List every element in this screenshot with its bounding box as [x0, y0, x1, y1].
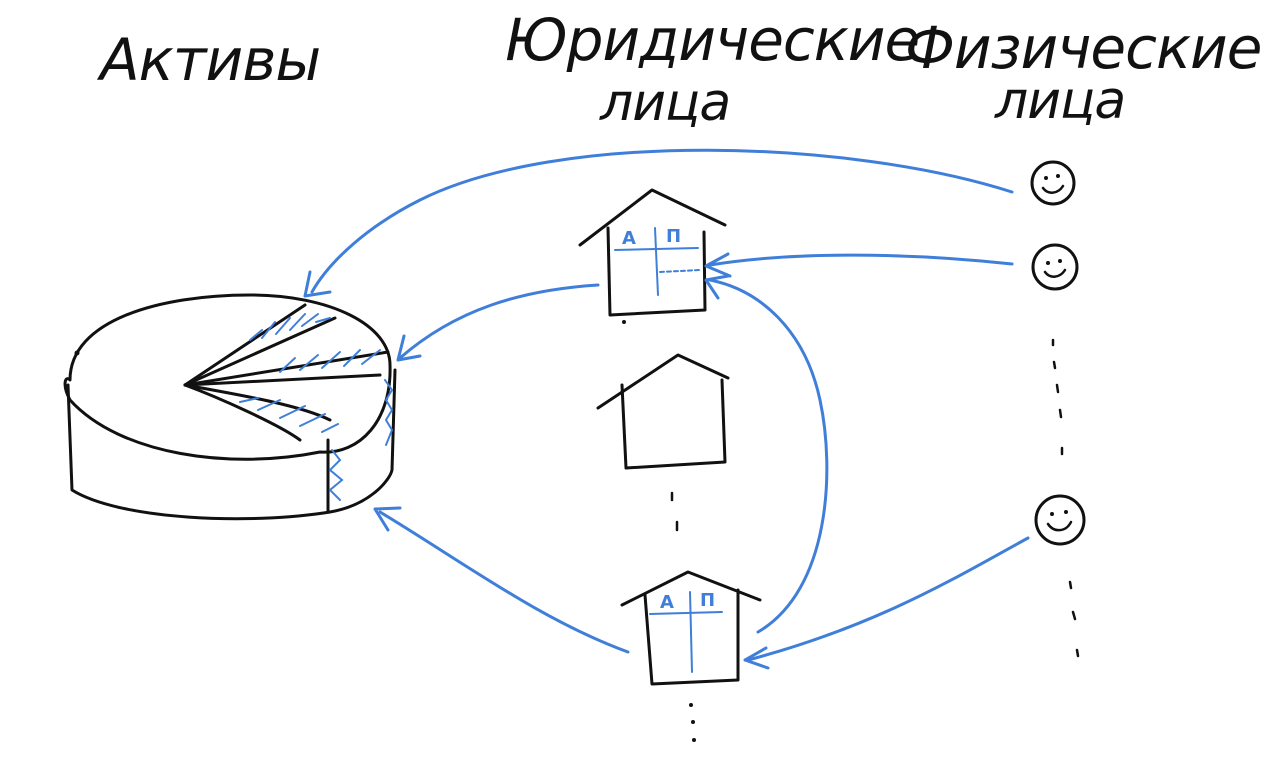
arrow-person-to-assets	[310, 148, 1014, 294]
house-icon: А П	[578, 188, 727, 324]
arrow-entity-to-entity	[708, 278, 829, 634]
heading-individuals-line1: Физические	[905, 14, 1261, 82]
balance-label-liabilities: П	[700, 590, 715, 611]
heading-legal-entities-line2: лица	[599, 73, 730, 133]
house-icon	[596, 353, 730, 470]
smiley-face-icon	[1030, 160, 1076, 206]
smiley-face-icon	[1034, 494, 1086, 546]
balance-label-assets: А	[622, 228, 636, 249]
heading-legal-entities-line1: Юридические	[505, 6, 919, 74]
heading-individuals-line2: лица	[994, 71, 1125, 131]
ownership-arrows	[303, 148, 1030, 670]
ellipsis-dots	[1051, 338, 1080, 658]
heading-assets: Активы	[96, 26, 320, 94]
arrow-entity-to-assets	[398, 283, 600, 360]
ellipsis-dots	[670, 491, 679, 532]
pie-chart-icon	[63, 293, 397, 521]
house-icon: А П	[620, 570, 762, 742]
arrow-entity-to-assets	[378, 510, 630, 654]
smiley-face-icon	[1031, 243, 1079, 291]
balance-label-assets: А	[660, 592, 674, 613]
arrow-person-to-entity	[746, 536, 1030, 662]
arrow-person-to-entity	[708, 253, 1014, 267]
balance-label-liabilities: П	[666, 226, 681, 247]
